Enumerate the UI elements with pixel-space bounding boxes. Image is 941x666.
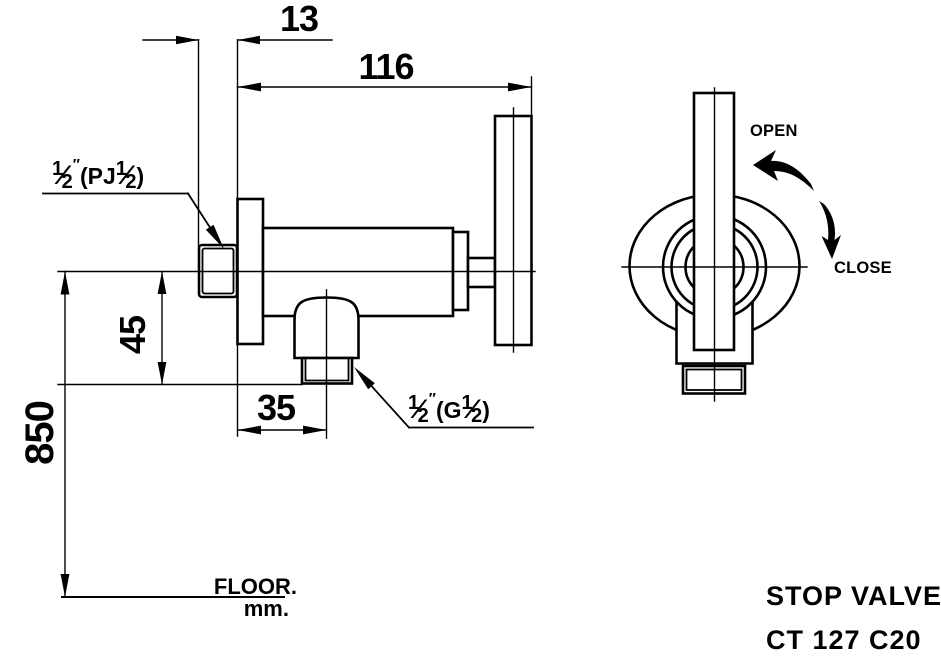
arrowhead xyxy=(237,82,261,92)
fraction: 1⁄2 xyxy=(461,392,483,427)
arrowhead xyxy=(176,35,199,45)
close-label: CLOSE xyxy=(834,259,892,277)
arrowhead xyxy=(237,425,261,435)
dim-850-text: 850 xyxy=(18,401,62,465)
dim-35-text: 35 xyxy=(256,387,296,428)
fraction: 1⁄2 xyxy=(115,158,137,193)
arrowhead xyxy=(60,271,70,295)
fraction: 1⁄2 xyxy=(52,158,73,193)
fraction: 1⁄2 xyxy=(408,392,429,427)
product-name: STOP VALVE xyxy=(766,581,941,611)
floor-unit-label: mm. xyxy=(243,596,289,621)
outlet-thread-label: 1⁄2″(G1⁄2) xyxy=(408,390,490,427)
dim-45 xyxy=(57,270,303,386)
floor-label: FLOOR. xyxy=(213,574,297,599)
dim-116 xyxy=(236,76,533,115)
dim-850 xyxy=(60,270,70,598)
arrowhead xyxy=(237,35,260,45)
side-view-body xyxy=(197,114,533,385)
dim-45-text: 45 xyxy=(112,315,153,355)
dim-13-text: 13 xyxy=(279,0,319,39)
side-view-dimension-lines xyxy=(42,35,536,598)
open-direction-arrow xyxy=(753,150,814,191)
arrowhead xyxy=(303,425,327,435)
outlet-leader xyxy=(354,367,534,429)
arrowhead xyxy=(60,574,70,597)
inlet-thread-label: 1⁄2″(PJ1⁄2) xyxy=(52,156,145,193)
open-label: OPEN xyxy=(750,122,798,140)
arrowhead xyxy=(157,271,167,294)
arrowhead xyxy=(157,362,167,385)
dim-35 xyxy=(236,425,328,435)
inlet-leader xyxy=(42,192,224,249)
close-direction-arrow xyxy=(819,201,841,259)
arrowhead xyxy=(508,82,532,92)
dim-13 xyxy=(142,35,333,45)
dim-116-text: 116 xyxy=(358,46,414,87)
leader-arrowhead xyxy=(354,367,375,390)
leader-arrowhead xyxy=(205,224,224,249)
front-view xyxy=(621,87,841,402)
valve-stem xyxy=(466,256,497,289)
model-code: CT 127 C20 xyxy=(766,625,922,655)
